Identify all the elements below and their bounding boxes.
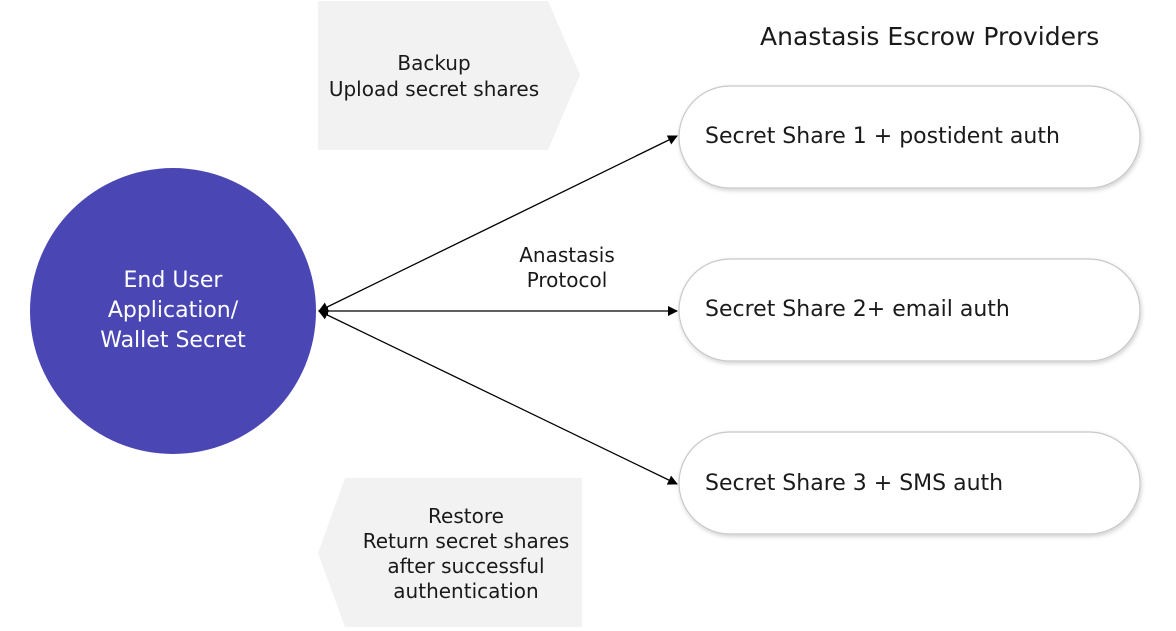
protocol-label-line: Anastasis	[519, 243, 615, 267]
restore-label-line: after successful	[387, 554, 545, 578]
provider-label-1: Secret Share 1 + postident auth	[705, 124, 1060, 149]
restore-arrow-panel	[318, 478, 582, 627]
provider-box-1	[678, 85, 1141, 189]
provider-label-2: Secret Share 2+ email auth	[705, 297, 1010, 322]
provider-box-2	[678, 258, 1141, 362]
end-user-label-line: End User	[123, 268, 223, 293]
end-user-label-line: Application/	[107, 298, 239, 323]
end-user-label: End User Application/ Wallet Secret	[58, 266, 288, 356]
connector-arrow-1	[318, 135, 678, 312]
restore-label-line: Restore	[428, 504, 504, 528]
restore-label: Restore Return secret shares after succe…	[348, 504, 584, 604]
restore-label-line: authentication	[393, 579, 539, 603]
provider-label-3: Secret Share 3 + SMS auth	[705, 471, 1004, 496]
end-user-label-line: Wallet Secret	[100, 328, 246, 353]
backup-arrow-panel	[318, 1, 580, 150]
backup-label-line: Upload secret shares	[328, 77, 540, 101]
backup-label: Backup Upload secret shares	[320, 50, 548, 102]
protocol-label-line: Protocol	[526, 268, 608, 292]
end-user-circle	[30, 168, 316, 454]
provider-box-3	[678, 431, 1141, 535]
backup-label-line: Backup	[397, 51, 471, 75]
restore-label-line: Return secret shares	[362, 529, 570, 553]
connector-arrow-3	[318, 310, 678, 485]
providers-title: Anastasis Escrow Providers	[760, 22, 1100, 51]
protocol-label: Anastasis Protocol	[486, 243, 648, 293]
